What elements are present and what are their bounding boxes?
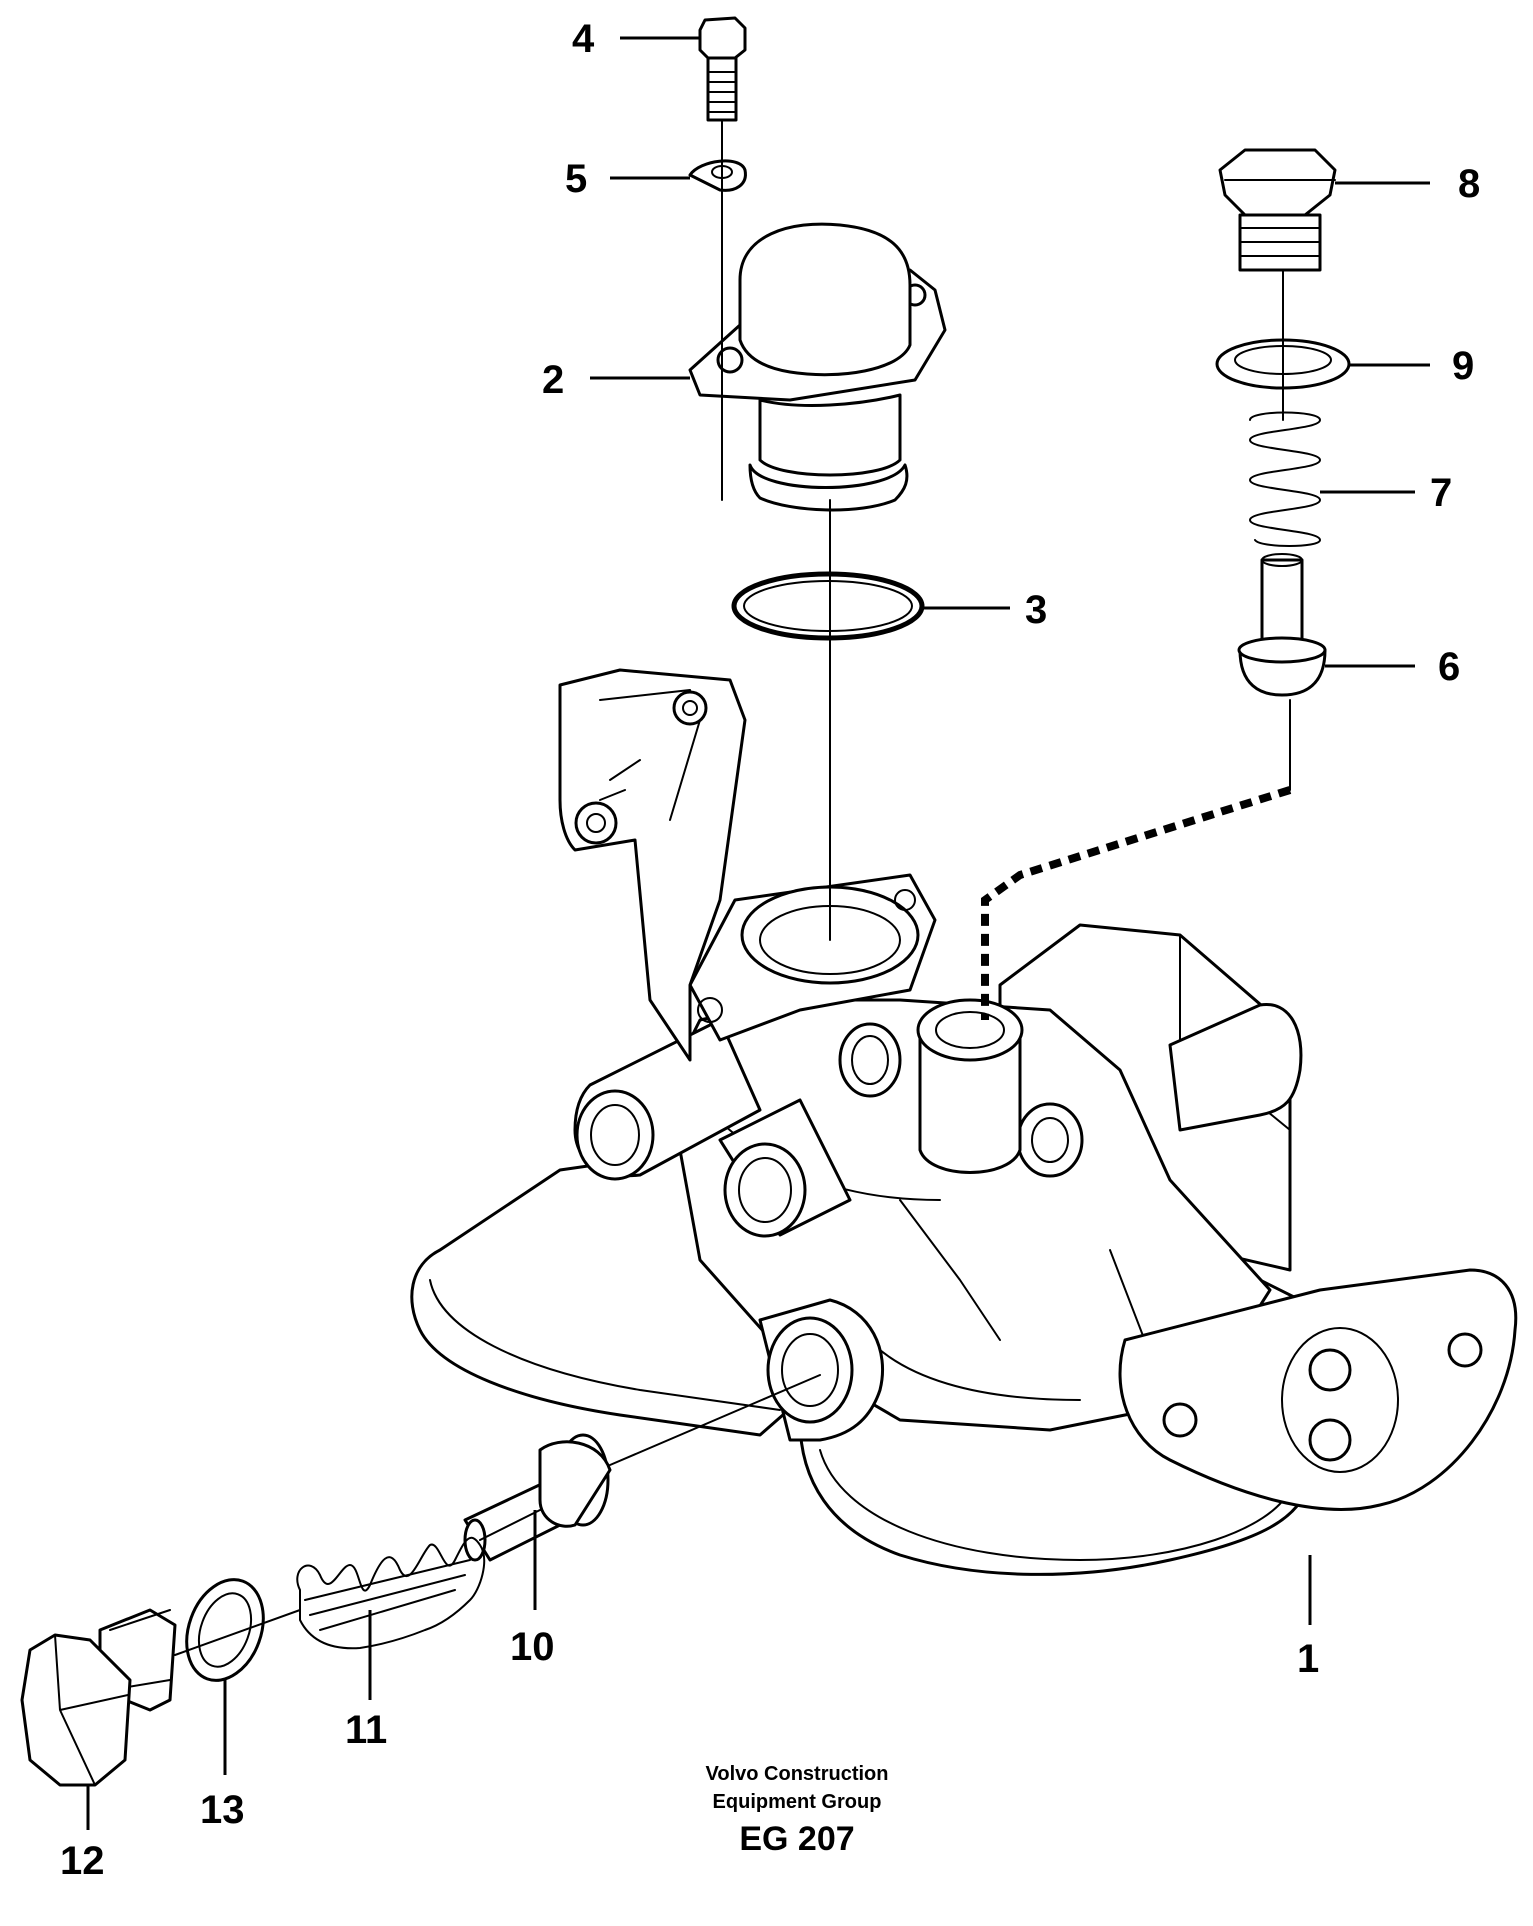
spring-part-bottom bbox=[296, 1536, 486, 1650]
callout-2: 2 bbox=[542, 358, 564, 402]
callout-11: 11 bbox=[345, 1708, 387, 1752]
sealing-washer-part-bottom bbox=[185, 1578, 265, 1682]
callout-5: 5 bbox=[565, 157, 587, 201]
spring-part-top bbox=[1249, 411, 1321, 547]
callout-7: 7 bbox=[1430, 471, 1452, 515]
callout-3: 3 bbox=[1025, 588, 1047, 632]
callout-12: 12 bbox=[60, 1839, 105, 1883]
valve-piston-part-top bbox=[1237, 553, 1327, 697]
housing-part bbox=[410, 668, 1518, 1576]
callout-13: 13 bbox=[200, 1788, 245, 1832]
caption-line-1: Volvo Construction bbox=[706, 1763, 889, 1785]
callout-6: 6 bbox=[1438, 645, 1460, 689]
callout-1: 1 bbox=[1297, 1637, 1319, 1681]
caption-line-2: Equipment Group bbox=[713, 1791, 882, 1813]
callout-4: 4 bbox=[572, 17, 595, 61]
plug-part-bottom bbox=[20, 1608, 177, 1787]
assembly-axis-lines bbox=[174, 119, 1292, 1656]
plug-part-top bbox=[1218, 148, 1337, 272]
caption-code: EG 207 bbox=[739, 1820, 854, 1858]
cover-part bbox=[688, 222, 947, 512]
callout-9: 9 bbox=[1452, 344, 1474, 388]
callout-10: 10 bbox=[510, 1625, 555, 1669]
bolt-part bbox=[698, 16, 747, 122]
tab-washer-part bbox=[688, 159, 747, 192]
valve-piston-part-bottom bbox=[463, 1433, 612, 1562]
callout-8: 8 bbox=[1458, 162, 1480, 206]
o-ring-part bbox=[731, 571, 925, 641]
leader-lines bbox=[86, 36, 1430, 1830]
